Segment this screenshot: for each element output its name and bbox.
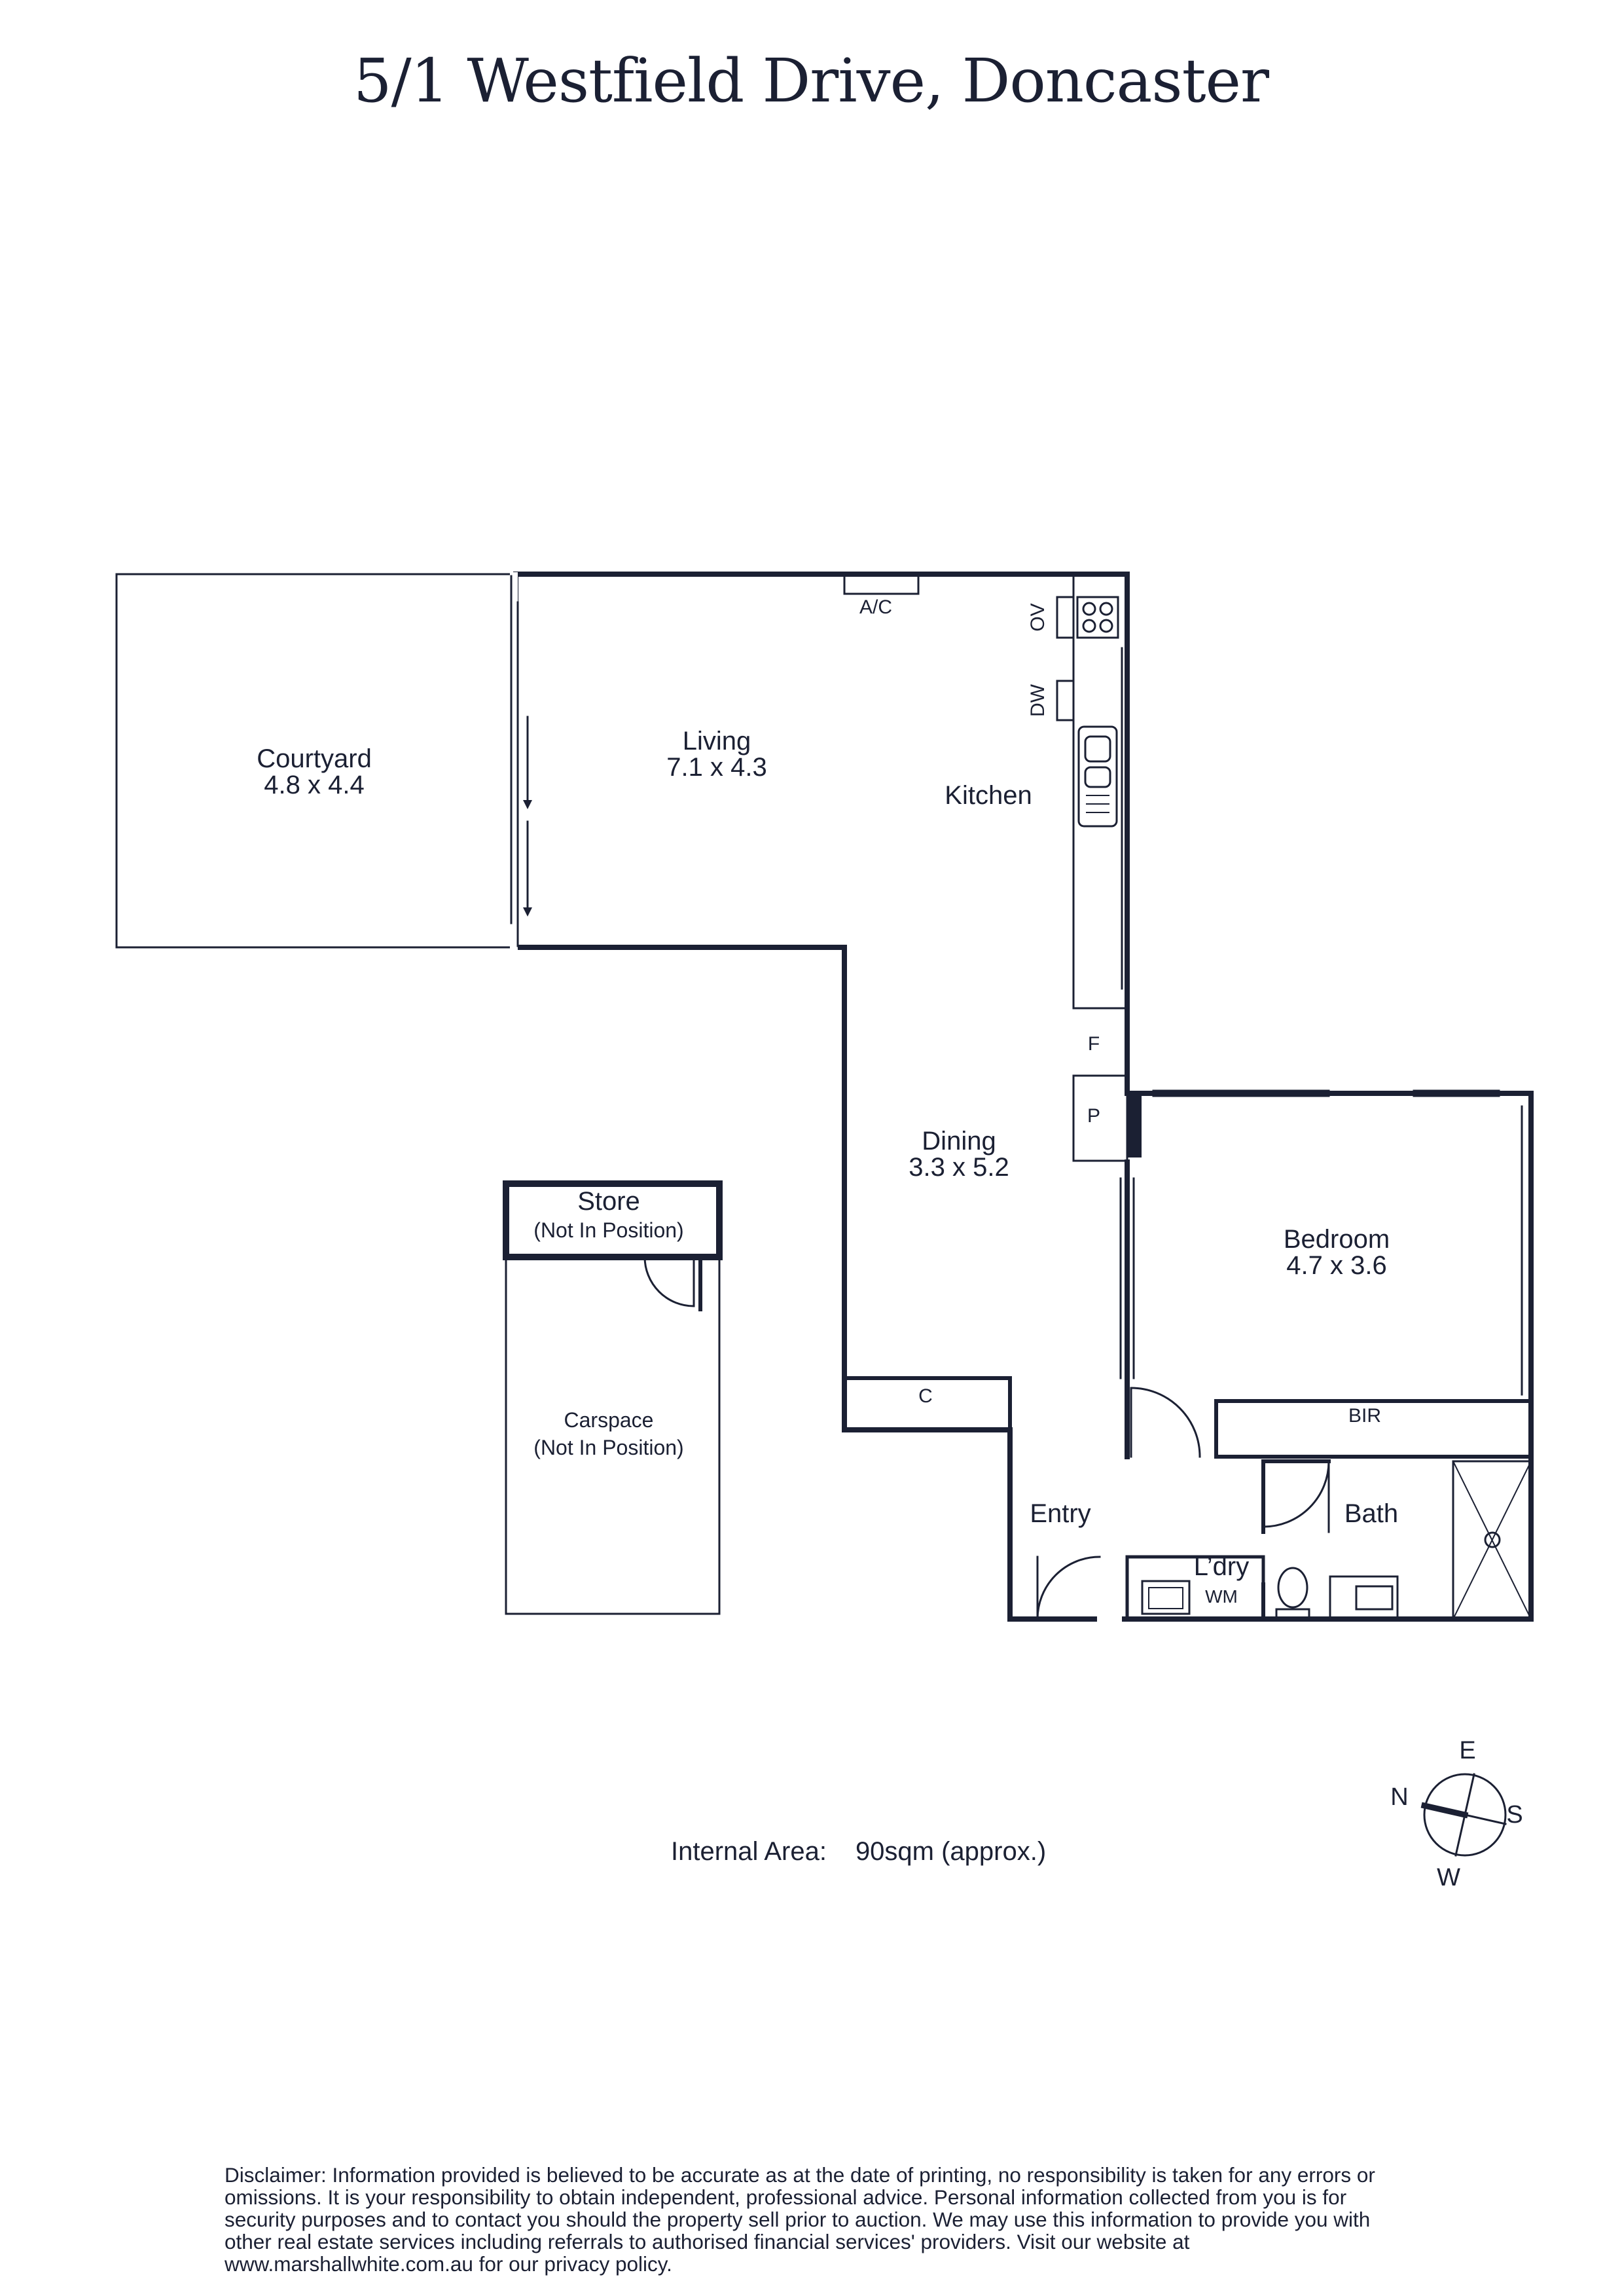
kitchen-bench: [1072, 573, 1128, 1010]
vanity-basin: [1355, 1585, 1394, 1611]
built-in-robe: [1214, 1399, 1533, 1459]
bath-label: Bath: [1344, 1499, 1398, 1528]
compass-east-label: E: [1459, 1737, 1475, 1764]
disclaimer-text: Disclaimer: Information provided is beli…: [225, 2163, 1375, 2276]
bir-label: BIR: [1348, 1405, 1381, 1427]
bedroom-dims: 4.7 x 3.6: [1286, 1251, 1386, 1280]
fridge-label: F: [1088, 1033, 1100, 1055]
oven-label: OV: [1027, 603, 1049, 631]
carspace-note: (Not In Position): [533, 1436, 683, 1459]
courtyard-label: Courtyard: [257, 744, 372, 773]
internal-area-value: 90sqm (approx.): [855, 1837, 1047, 1866]
cooktop-burner: [1082, 602, 1096, 616]
laundry-tub-basin: [1148, 1587, 1183, 1609]
compass-south-label: S: [1506, 1801, 1523, 1829]
cooktop: [1076, 596, 1119, 639]
carspace-label: Carspace: [564, 1408, 654, 1432]
bedroom-door-swing: [1130, 1387, 1201, 1458]
oven: [1056, 596, 1075, 639]
compass-north-needle: [1420, 1802, 1469, 1819]
living-label: Living: [683, 727, 751, 756]
sliding-door-arrowhead: [523, 907, 532, 917]
courtyard-dims: 4.8 x 4.4: [264, 771, 364, 799]
internal-area: Internal Area: 90sqm (approx.): [671, 1837, 1046, 1867]
pantry-label: P: [1087, 1105, 1100, 1127]
entry-door-swing: [1036, 1556, 1101, 1620]
dishwasher: [1056, 680, 1075, 721]
shower-drain: [1484, 1531, 1501, 1548]
laundry: [1125, 1555, 1265, 1621]
internal-area-label: Internal Area:: [671, 1837, 827, 1866]
cooktop-burner: [1099, 602, 1113, 616]
structural-column: [1127, 1095, 1142, 1157]
dining-label: Dining: [922, 1127, 996, 1156]
cupboard-label: C: [918, 1385, 933, 1407]
carspace-outline: [505, 1182, 721, 1615]
store-label: Store: [577, 1187, 640, 1216]
dining-dims: 3.3 x 5.2: [909, 1153, 1009, 1182]
kitchen-sink: [1077, 725, 1118, 828]
cupboard: [842, 1376, 1012, 1432]
shower-screen: [1452, 1460, 1532, 1620]
laundry-tub: [1141, 1580, 1191, 1615]
ac-label: A/C: [859, 596, 892, 618]
sliding-door-arrowhead: [523, 800, 532, 809]
compass-west-label: W: [1437, 1864, 1460, 1891]
main-outer-wall: [513, 572, 1534, 1622]
living-dims: 7.1 x 4.3: [666, 753, 766, 782]
sink-bowl: [1084, 766, 1111, 788]
kitchen-label: Kitchen: [945, 781, 1032, 810]
compass-ring: [1423, 1773, 1507, 1857]
property-title: 5/1 Westfield Drive, Doncaster: [353, 46, 1269, 116]
vanity: [1329, 1575, 1399, 1620]
toilet: [1277, 1567, 1308, 1609]
bedroom-label: Bedroom: [1284, 1225, 1390, 1254]
shower: [1452, 1460, 1532, 1620]
ac-unit: [843, 573, 920, 595]
washing-machine-label: WM: [1205, 1586, 1238, 1607]
laundry-label: L’dry: [1194, 1552, 1250, 1581]
bath-door-swing: [1262, 1460, 1330, 1528]
compass-north-label: N: [1390, 1783, 1408, 1811]
store-note: (Not In Position): [533, 1218, 683, 1242]
cooktop-burner: [1099, 619, 1113, 633]
store-door-swing: [643, 1256, 695, 1307]
dishwasher-label: DW: [1027, 683, 1049, 717]
sink-bowl: [1084, 735, 1111, 763]
store-outline: [503, 1180, 723, 1260]
toilet-cistern: [1275, 1608, 1310, 1620]
bath-wall: [1261, 1459, 1331, 1621]
entry-label: Entry: [1030, 1499, 1090, 1528]
cooktop-burner: [1082, 619, 1096, 633]
